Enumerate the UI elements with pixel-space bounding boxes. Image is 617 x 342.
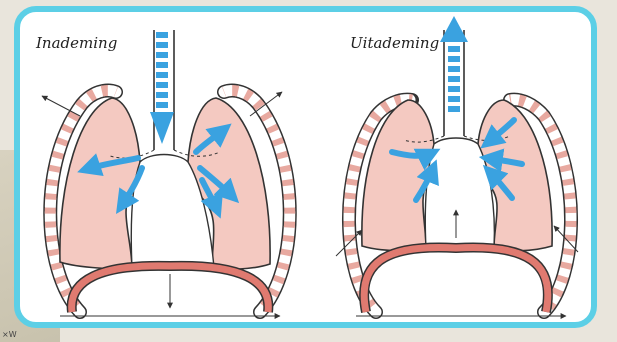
diagram-card: Inademing [14,6,597,328]
inhalation-caption: Inademing [35,34,117,52]
exhalation-panel: Uitademing [336,16,578,316]
corner-note: ×W [2,330,17,339]
lungs-exhale [362,30,552,251]
inhalation-panel: Inademing [35,30,290,316]
exhalation-caption: Uitademing [350,34,439,52]
breathing-diagram: Inademing [20,12,591,322]
